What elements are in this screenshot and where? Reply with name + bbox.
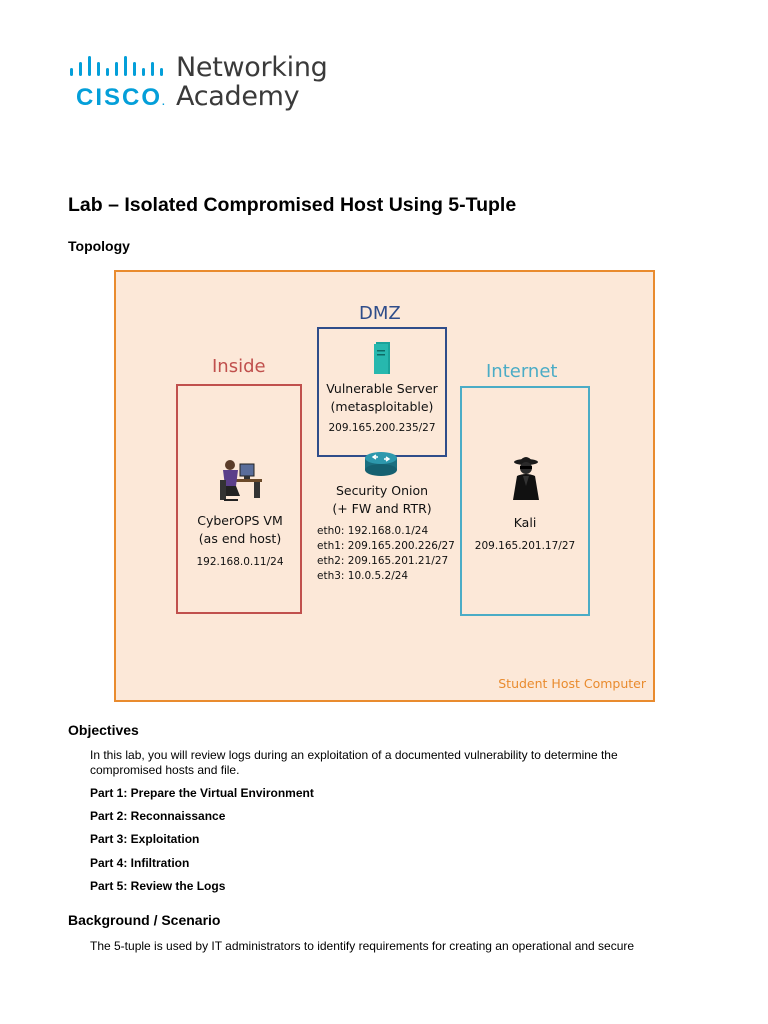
security-onion-name: Security Onion [335, 483, 429, 498]
interface-eth2: eth2: 209.165.201.21/27 [317, 555, 449, 567]
logo-networking: Networking [176, 52, 328, 83]
topology-diagram: Inside DMZ Internet CyberOPS VM [114, 270, 655, 702]
dmz-zone-label: DMZ [359, 303, 401, 324]
cisco-bridge-logo-icon [70, 56, 163, 76]
objective-part-5: Part 5: Review the Logs [90, 879, 226, 893]
internet-zone [460, 386, 590, 616]
kali-ip: 209.165.201.17/27 [474, 540, 576, 552]
interface-eth0: eth0: 192.168.0.1/24 [317, 525, 429, 537]
objective-part-3: Part 3: Exploitation [90, 832, 200, 846]
student-host-label: Student Host Computer [498, 676, 646, 691]
cisco-wordmark: CISCO. [76, 84, 165, 111]
internet-zone-label: Internet [486, 361, 558, 382]
vulnerable-server-label: Vulnerable Server (metasploitable) [318, 380, 446, 416]
objective-part-1: Part 1: Prepare the Virtual Environment [90, 786, 314, 800]
inside-zone [176, 384, 302, 614]
interface-eth1: eth1: 209.165.200.226/27 [317, 540, 455, 552]
background-text: The 5-tuple is used by IT administrators… [90, 939, 635, 953]
router-icon [365, 452, 397, 476]
objective-part-2: Part 2: Reconnaissance [90, 809, 226, 823]
security-onion-subtitle: (+ FW and RTR) [332, 501, 432, 516]
security-onion-interfaces: eth0: 192.168.0.1/24 eth1: 209.165.200.2… [317, 524, 455, 584]
cyberops-vm-role: (as end host) [198, 531, 282, 546]
hacker-spy-icon [513, 457, 539, 500]
vulnerable-server-ip: 209.165.200.235/27 [328, 422, 436, 434]
page-title: Lab – Isolated Compromised Host Using 5-… [68, 194, 517, 216]
objectives-intro: In this lab, you will review logs during… [90, 748, 618, 777]
topology-heading: Topology [68, 238, 130, 254]
objectives-heading: Objectives [68, 722, 139, 738]
cyberops-vm-name: CyberOPS VM [197, 513, 283, 528]
vulnerable-server-name: Vulnerable Server [326, 381, 438, 396]
interface-eth3: eth3: 10.0.5.2/24 [317, 570, 409, 582]
vulnerable-server-subtitle: (metasploitable) [330, 399, 434, 414]
logo-academy: Academy [176, 81, 300, 112]
security-onion-label: Security Onion (+ FW and RTR) [316, 482, 448, 518]
cyberops-vm-label: CyberOPS VM (as end host) [178, 512, 302, 548]
cyberops-vm-ip: 192.168.0.11/24 [196, 556, 284, 568]
objective-part-4: Part 4: Infiltration [90, 856, 190, 870]
inside-zone-label: Inside [212, 356, 266, 377]
background-heading: Background / Scenario [68, 912, 221, 928]
server-icon [374, 342, 390, 374]
user-at-workstation-icon [220, 460, 262, 501]
kali-name: Kali [513, 515, 537, 530]
